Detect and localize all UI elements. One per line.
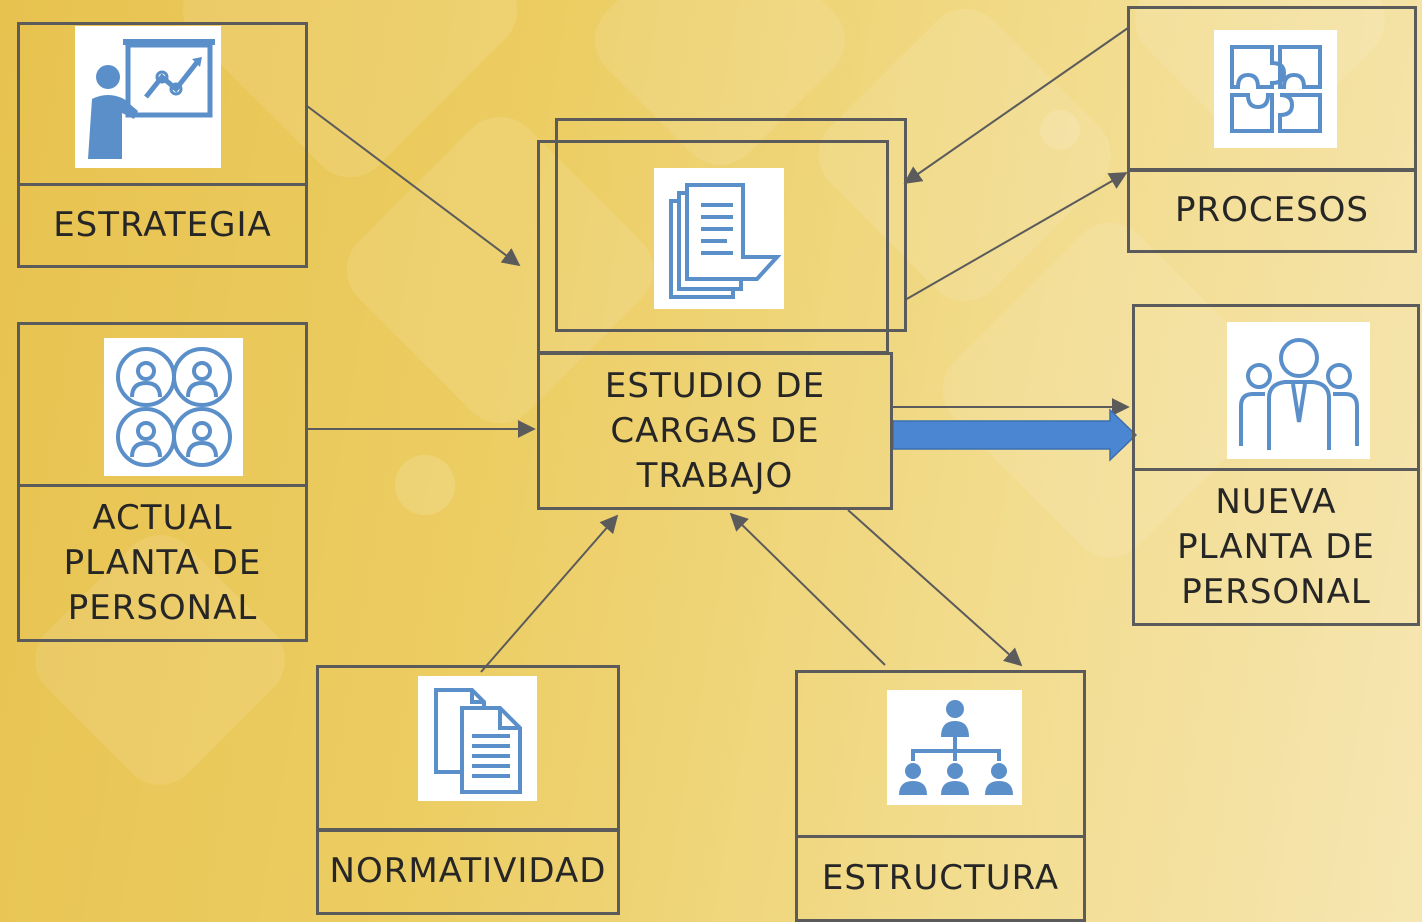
estrategia-label: ESTRATEGIA [17, 183, 308, 268]
presenter-chart-icon [75, 26, 221, 168]
estudio-text: ESTUDIO DE CARGAS DE TRABAJO [604, 365, 826, 496]
puzzle-icon [1214, 30, 1337, 148]
normatividad-label: NORMATIVIDAD [316, 828, 620, 915]
normatividad-text: NORMATIVIDAD [329, 851, 607, 891]
nueva-planta-text: NUEVA PLANTA DE PERSONAL [1177, 481, 1375, 612]
people-group-icon [104, 338, 243, 476]
estudio-back-frame [555, 118, 907, 332]
team-people-icon [1227, 322, 1370, 459]
estrategia-text: ESTRATEGIA [53, 205, 272, 245]
documents-icon [654, 168, 784, 309]
estructura-text: ESTRUCTURA [821, 858, 1060, 898]
procesos-text: PROCESOS [1174, 190, 1370, 230]
actual-planta-text: ACTUAL PLANTA DE PERSONAL [63, 497, 262, 628]
actual-planta-label: ACTUAL PLANTA DE PERSONAL [17, 484, 308, 642]
estructura-label: ESTRUCTURA [795, 835, 1086, 922]
copy-documents-icon [418, 676, 537, 801]
org-chart-icon [887, 690, 1022, 805]
estudio-label: ESTUDIO DE CARGAS DE TRABAJO [537, 352, 893, 510]
nueva-planta-label: NUEVA PLANTA DE PERSONAL [1132, 468, 1420, 626]
procesos-label: PROCESOS [1127, 168, 1417, 253]
